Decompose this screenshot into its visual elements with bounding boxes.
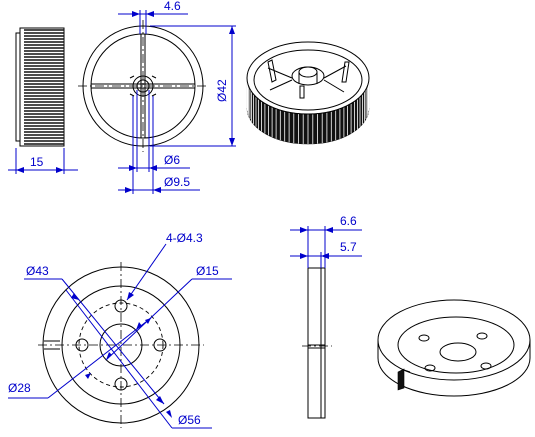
rim-diameter-dimension: Ø43 bbox=[26, 264, 49, 278]
disc-recess bbox=[397, 316, 515, 374]
hub-outer-dimension: Ø9.5 bbox=[164, 175, 190, 189]
hub-bore bbox=[298, 66, 318, 78]
disc-hole-2 bbox=[476, 332, 488, 340]
disc-hole-4 bbox=[480, 362, 492, 370]
disc-hole-1 bbox=[418, 334, 430, 342]
hub-bore-dimension: Ø6 bbox=[164, 153, 180, 167]
hub-ring bbox=[291, 66, 325, 86]
side-view-top: 15 bbox=[8, 27, 78, 174]
disc-notch bbox=[397, 368, 405, 391]
outer-diameter-dimension: Ø42 bbox=[215, 79, 229, 102]
section-view-bottom: 6.6 5.7 bbox=[290, 214, 362, 419]
slot-width-dimension: 4.6 bbox=[164, 0, 181, 13]
overall-diameter-dimension: Ø56 bbox=[178, 413, 201, 427]
section-body bbox=[307, 267, 326, 419]
plan-view-bottom: 4-Ø4.3 Ø43 Ø15 Ø28 Ø56 bbox=[8, 231, 232, 429]
thickness-dimension: 6.6 bbox=[340, 214, 357, 228]
disc-hole-3 bbox=[424, 364, 436, 372]
hole-dimension: 4-Ø4.3 bbox=[166, 231, 203, 245]
top-rim bbox=[246, 41, 370, 115]
isometric-view-top bbox=[246, 41, 370, 145]
knurl-ribs bbox=[246, 78, 370, 144]
side-view-flange bbox=[15, 32, 21, 142]
flange-dimension: 5.7 bbox=[340, 240, 357, 254]
width-dimension: 15 bbox=[30, 155, 44, 169]
bore-diameter-dimension: Ø15 bbox=[196, 264, 219, 278]
front-view-top: 4.6 Ø42 Ø6 Ø9.5 bbox=[78, 0, 236, 194]
disc-side bbox=[377, 340, 531, 397]
isometric-view-bottom bbox=[377, 299, 531, 397]
pitch-circle-dimension: Ø28 bbox=[8, 381, 31, 395]
inner-rim bbox=[253, 49, 363, 111]
disc-top bbox=[377, 299, 531, 381]
knurl-texture bbox=[24, 29, 64, 145]
disc-bore bbox=[439, 342, 477, 362]
